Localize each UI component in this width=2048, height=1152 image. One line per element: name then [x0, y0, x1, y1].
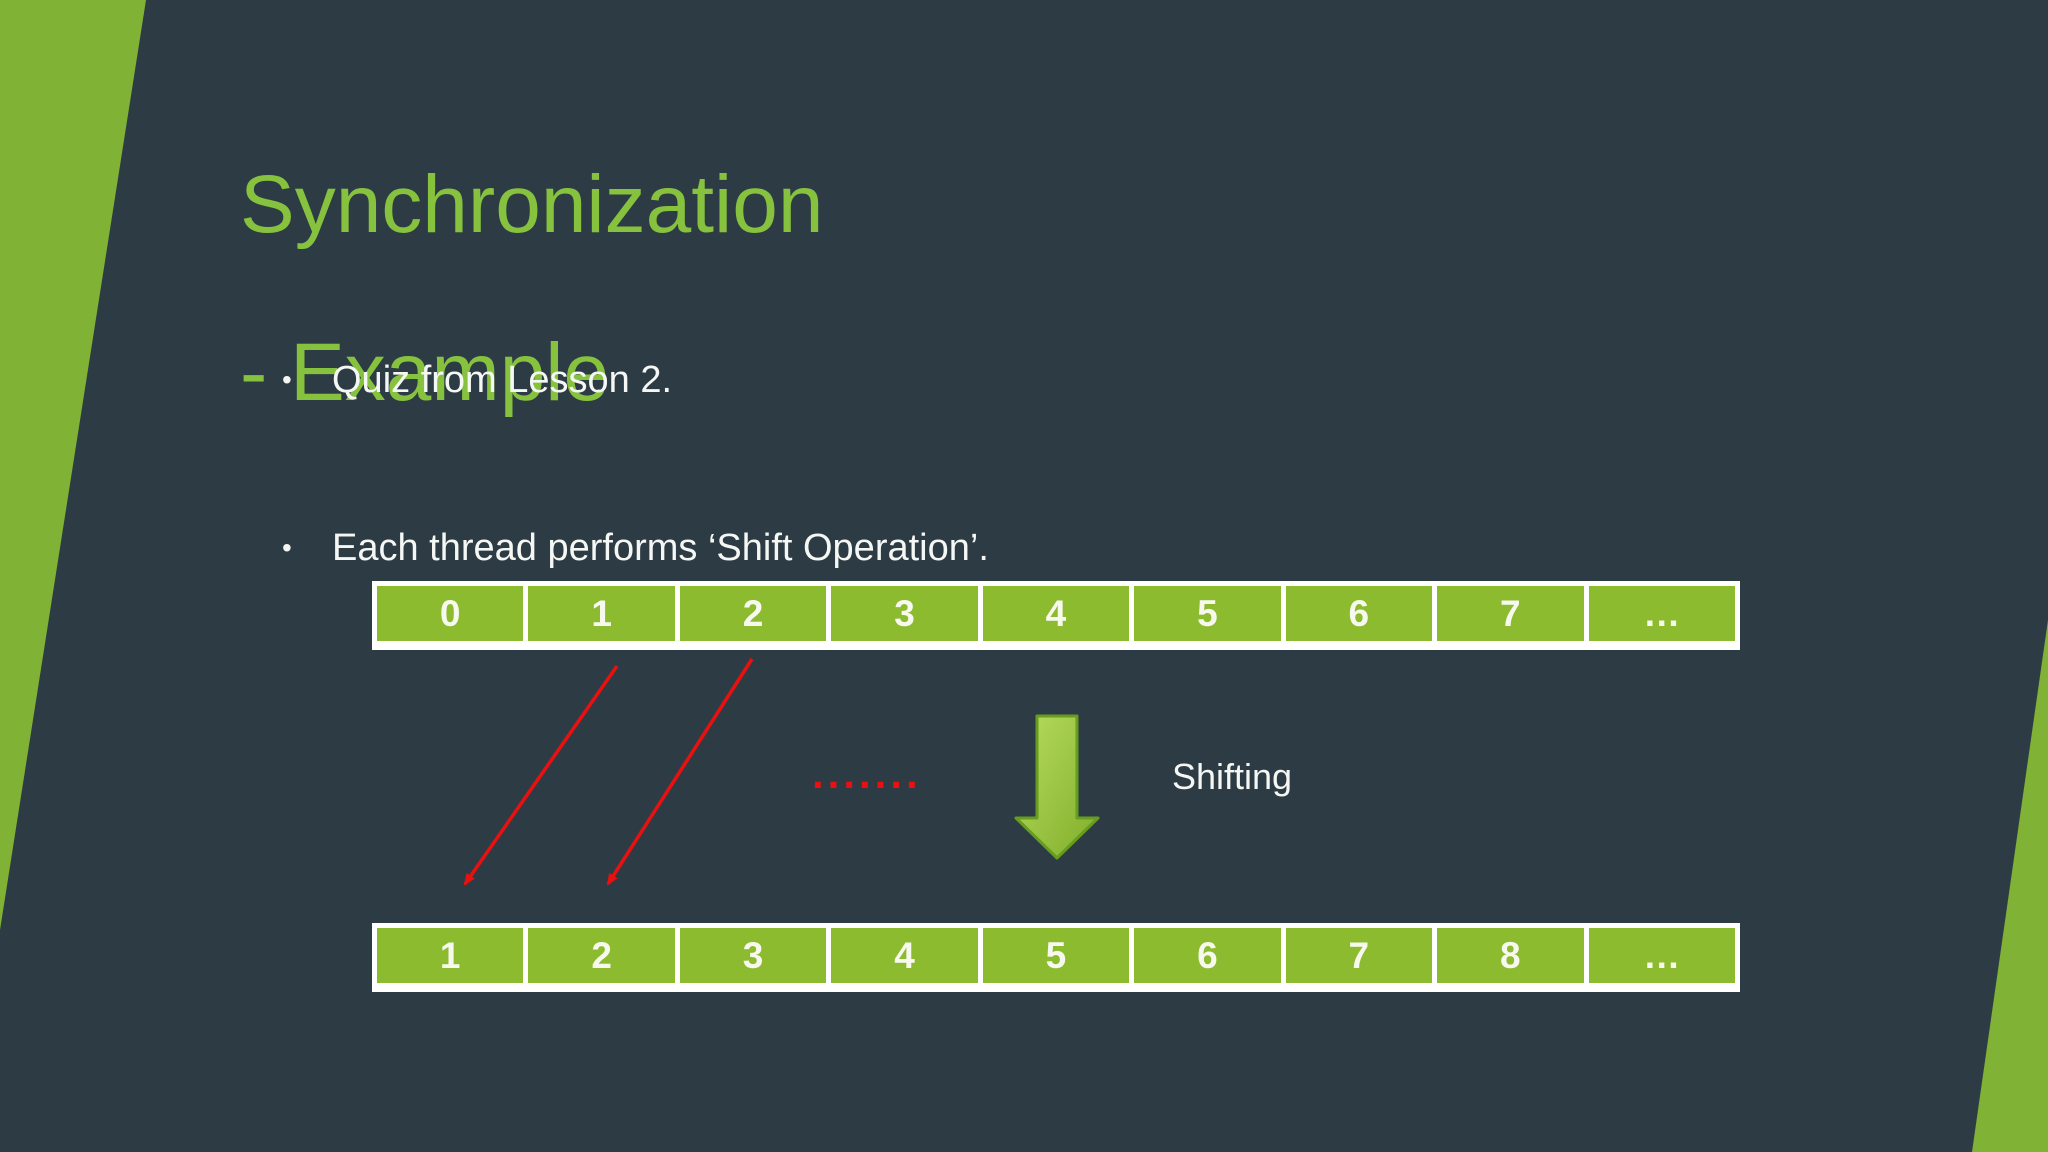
array-cell: 2: [679, 586, 827, 641]
shifting-label: Shifting: [1172, 756, 1293, 797]
array-cell: 3: [831, 586, 978, 641]
array-cell: …: [1588, 586, 1735, 641]
array-cell: 0: [377, 586, 524, 641]
array-cell: …: [1588, 928, 1735, 983]
array-cell: 1: [377, 928, 524, 983]
array-cell: 7: [1437, 586, 1584, 641]
array-cell: 6: [1134, 928, 1281, 983]
array-cell: 2: [528, 928, 675, 983]
bullet-list: • Quiz from Lesson 2. • Each thread perf…: [282, 352, 989, 688]
array-cell: 5: [1134, 586, 1281, 641]
array-cell: 7: [1285, 928, 1433, 983]
array-cell: 6: [1285, 586, 1433, 641]
bullet-marker-icon: •: [282, 532, 292, 563]
array-cell: 8: [1437, 928, 1584, 983]
bullet-item: • Quiz from Lesson 2.: [282, 352, 989, 408]
slide-title-line1: Synchronization: [240, 159, 824, 250]
array-cell: 3: [679, 928, 827, 983]
bullet-item: • Each thread performs ‘Shift Operation’…: [282, 520, 989, 576]
array-row-before-shift: 0 1 2 3 4 5 6 7 …: [372, 581, 1740, 650]
right-accent-band: [1972, 620, 2048, 1152]
bullet-marker-icon: •: [282, 364, 292, 395]
array-cell: 1: [528, 586, 675, 641]
array-cell: 4: [982, 586, 1130, 641]
slide-title-line2: - Example: [240, 327, 610, 418]
left-accent-band: [0, 0, 146, 930]
array-row-after-shift: 1 2 3 4 5 6 7 8 …: [372, 923, 1740, 992]
bullet-text: Quiz from Lesson 2.: [332, 359, 673, 401]
array-cell: 4: [831, 928, 978, 983]
array-cell: 5: [982, 928, 1130, 983]
bullet-text: Each thread performs ‘Shift Operation’.: [332, 527, 989, 569]
slide-title: Synchronization - Example: [240, 121, 823, 457]
ellipsis-dots: .......: [812, 750, 922, 797]
